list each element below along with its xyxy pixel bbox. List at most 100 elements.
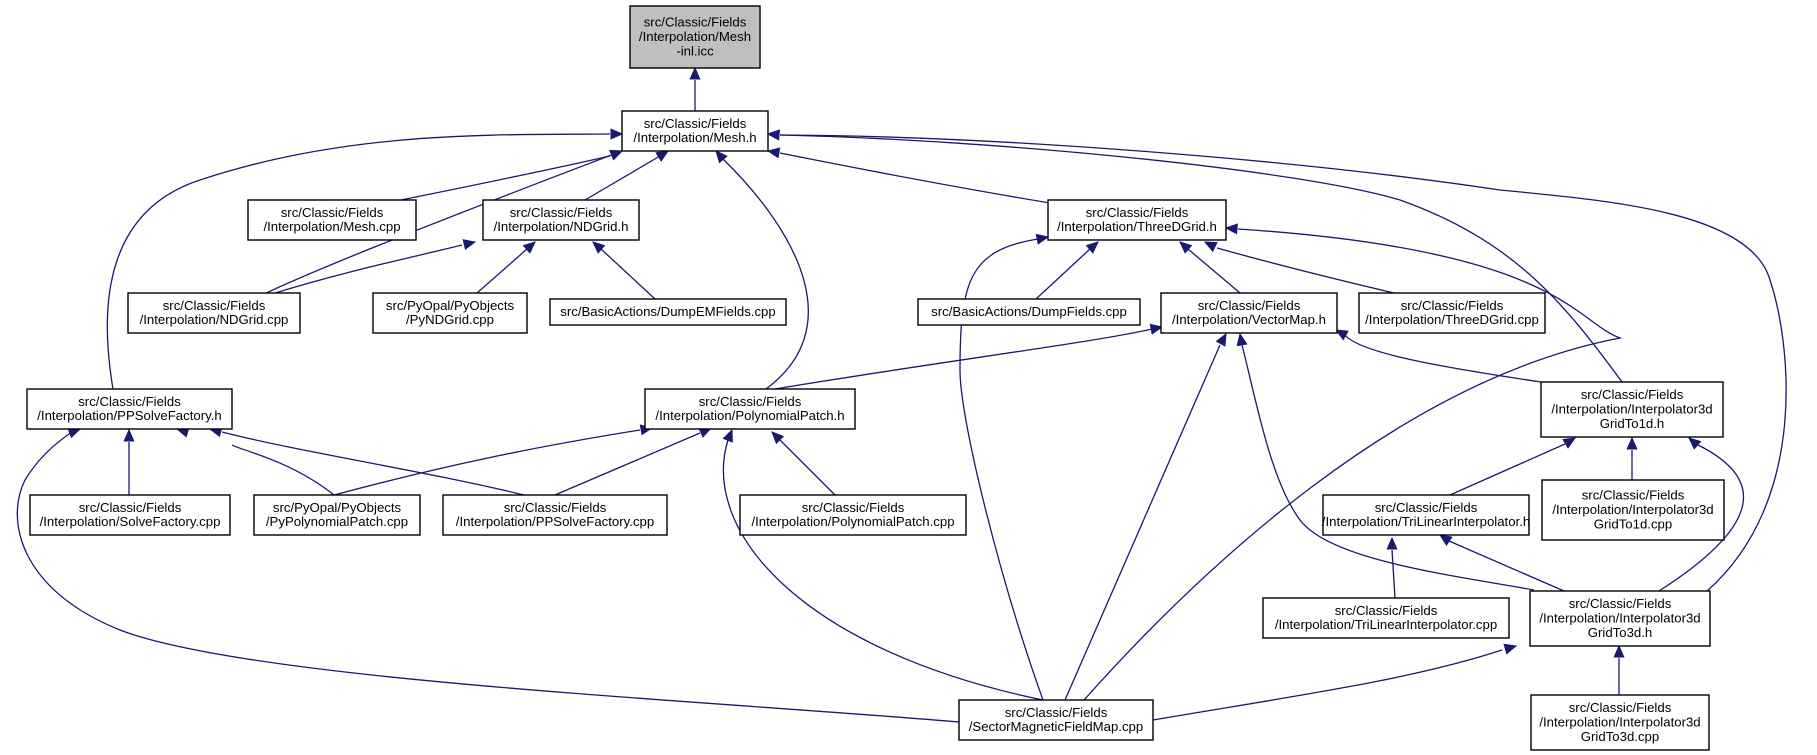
arrow-head-icon bbox=[462, 239, 477, 251]
arrow-head-icon bbox=[1203, 241, 1218, 253]
arrow-head-icon bbox=[1613, 644, 1625, 658]
node-label-line: src/BasicActions/DumpEMFields.cpp bbox=[560, 304, 775, 319]
file-node-ndgrid-cpp[interactable]: src/Classic/Fields/Interpolation/NDGrid.… bbox=[127, 292, 301, 334]
node-label-line: src/Classic/Fields bbox=[163, 298, 266, 313]
node-box bbox=[247, 199, 417, 241]
file-node-mesh-inl[interactable]: src/Classic/Fields/Interpolation/Mesh-in… bbox=[629, 5, 761, 69]
edge-line bbox=[1152, 649, 1503, 721]
dependency-edge bbox=[766, 129, 1787, 592]
edge-line bbox=[400, 155, 611, 201]
dependency-edge bbox=[1626, 436, 1638, 480]
node-label-line: src/PyOpal/PyObjects bbox=[386, 298, 515, 313]
file-node-interp1d-cpp[interactable]: src/Classic/Fields/Interpolation/Interpo… bbox=[1541, 479, 1725, 541]
node-label-line: /PyNDGrid.cpp bbox=[406, 312, 494, 327]
edge-line bbox=[16, 431, 960, 723]
file-node-pyndgrid[interactable]: src/PyOpal/PyObjects/PyNDGrid.cpp bbox=[372, 292, 528, 334]
arrow-head-icon bbox=[1085, 241, 1099, 254]
edge-line bbox=[1187, 248, 1241, 294]
dependency-edge bbox=[554, 427, 713, 496]
dependency-edge bbox=[333, 424, 654, 496]
file-node-interp3d-h[interactable]: src/Classic/Fields/Interpolation/Interpo… bbox=[1529, 590, 1711, 647]
node-box bbox=[372, 292, 528, 334]
edge-line bbox=[476, 248, 528, 294]
file-node-ppsolvefactory-h[interactable]: src/Classic/Fields/Interpolation/PPSolve… bbox=[26, 388, 233, 430]
node-label-line: /Interpolation/Interpolator3d bbox=[1539, 715, 1700, 730]
node-label-line: /PyPolynomialPatch.cpp bbox=[266, 514, 408, 529]
node-label-line: src/Classic/Fields bbox=[1581, 387, 1684, 402]
file-node-interp1d-h[interactable]: src/Classic/Fields/Interpolation/Interpo… bbox=[1540, 381, 1724, 438]
node-label-line: /Interpolation/ThreeDGrid.h bbox=[1057, 219, 1217, 234]
node-box bbox=[1160, 292, 1338, 334]
node-box bbox=[621, 110, 769, 152]
node-box bbox=[253, 494, 421, 536]
edge-line bbox=[106, 133, 611, 390]
file-node-polypatch-h[interactable]: src/Classic/Fields/Interpolation/Polynom… bbox=[644, 388, 856, 430]
file-node-mesh-h[interactable]: src/Classic/Fields/Interpolation/Mesh.h bbox=[621, 110, 769, 152]
dependency-edge bbox=[1658, 437, 1745, 592]
dependency-edge bbox=[722, 428, 1044, 701]
dependency-edge bbox=[175, 426, 335, 496]
file-node-polypatch-cpp[interactable]: src/Classic/Fields/Interpolation/Polynom… bbox=[739, 494, 967, 536]
node-label-line: src/Classic/Fields bbox=[79, 500, 182, 515]
dependency-edge bbox=[1152, 643, 1518, 721]
dependency-edge bbox=[1449, 437, 1577, 496]
node-label-line: /Interpolation/NDGrid.cpp bbox=[140, 312, 289, 327]
file-node-trilinear-h[interactable]: src/Classic/Fields/Interpolation/TriLine… bbox=[1322, 494, 1530, 536]
node-box bbox=[1540, 381, 1724, 438]
dependency-edge bbox=[208, 426, 525, 496]
node-label-line: src/Classic/Fields bbox=[281, 205, 384, 220]
edge-line bbox=[959, 238, 1044, 701]
edge-line bbox=[779, 134, 1623, 383]
file-node-mesh-cpp[interactable]: src/Classic/Fields/Interpolation/Mesh.cp… bbox=[247, 199, 417, 241]
dependency-edge bbox=[1083, 223, 1623, 701]
file-node-interp3d-cpp[interactable]: src/Classic/Fields/Interpolation/Interpo… bbox=[1530, 694, 1710, 751]
node-label-line: /Interpolation/NDGrid.h bbox=[494, 219, 629, 234]
node-label-line: /Interpolation/Interpolator3d bbox=[1539, 611, 1700, 626]
node-box bbox=[1262, 597, 1510, 639]
edge-line bbox=[1448, 540, 1565, 592]
node-box bbox=[1530, 694, 1710, 751]
dependency-edge bbox=[16, 427, 960, 723]
arrow-head-icon bbox=[1215, 332, 1227, 347]
edge-line bbox=[554, 432, 701, 496]
node-label-line: /Interpolation/Interpolator3d bbox=[1551, 402, 1712, 417]
arrow-head-icon bbox=[1438, 534, 1453, 547]
file-node-vectormap-h[interactable]: src/Classic/Fields/Interpolation/VectorM… bbox=[1160, 292, 1338, 334]
edge-line bbox=[1391, 549, 1396, 599]
node-label-line: /Interpolation/VectorMap.h bbox=[1172, 312, 1326, 327]
file-node-dumpemfields[interactable]: src/BasicActions/DumpEMFields.cpp bbox=[549, 298, 787, 326]
dependency-edge bbox=[771, 431, 836, 496]
node-label-line: src/Classic/Fields bbox=[1582, 488, 1685, 503]
file-node-solvefactory-cpp[interactable]: src/Classic/Fields/Interpolation/SolveFa… bbox=[29, 494, 231, 536]
file-node-dumpfields[interactable]: src/BasicActions/DumpFields.cpp bbox=[917, 298, 1141, 326]
node-label-line: /Interpolation/Mesh.h bbox=[633, 130, 756, 145]
edge-line bbox=[721, 157, 809, 390]
arrow-head-icon bbox=[1224, 223, 1238, 235]
edge-line bbox=[1658, 443, 1745, 592]
file-node-sectormap-cpp[interactable]: src/Classic/Fields/SectorMagneticFieldMa… bbox=[958, 699, 1154, 741]
edge-line bbox=[779, 152, 1051, 204]
node-box bbox=[127, 292, 301, 334]
arrow-head-icon bbox=[715, 150, 728, 164]
node-label-line: src/Classic/Fields bbox=[802, 500, 905, 515]
node-label-line: src/Classic/Fields bbox=[644, 15, 747, 30]
file-node-pypolypatch[interactable]: src/PyOpal/PyObjects/PyPolynomialPatch.c… bbox=[253, 494, 421, 536]
edge-line bbox=[1035, 248, 1091, 300]
edge-line bbox=[1216, 247, 1395, 294]
dependency-edge bbox=[123, 428, 135, 495]
file-node-threedgrid-cpp[interactable]: src/Classic/Fields/Interpolation/ThreeDG… bbox=[1358, 292, 1546, 334]
edge-line bbox=[600, 248, 656, 300]
dependency-edge bbox=[1035, 241, 1099, 300]
file-node-threedgrid-h[interactable]: src/Classic/Fields/Interpolation/ThreeDG… bbox=[1047, 199, 1227, 241]
dependency-edge bbox=[715, 150, 809, 390]
node-label-line: src/Classic/Fields bbox=[1198, 298, 1301, 313]
file-node-ndgrid-h[interactable]: src/Classic/Fields/Interpolation/NDGrid.… bbox=[482, 199, 640, 241]
file-node-trilinear-cpp[interactable]: src/Classic/Fields/Interpolation/TriLine… bbox=[1262, 597, 1510, 639]
node-label-line: /Interpolation/PolynomialPatch.cpp bbox=[751, 514, 954, 529]
arrow-head-icon bbox=[123, 428, 135, 442]
dependency-edge bbox=[959, 233, 1050, 701]
arrow-head-icon bbox=[1688, 437, 1702, 450]
file-node-ppsolvefactory-cpp[interactable]: src/Classic/Fields/Interpolation/PPSolve… bbox=[442, 494, 668, 536]
node-label-line: src/PyOpal/PyObjects bbox=[273, 500, 402, 515]
